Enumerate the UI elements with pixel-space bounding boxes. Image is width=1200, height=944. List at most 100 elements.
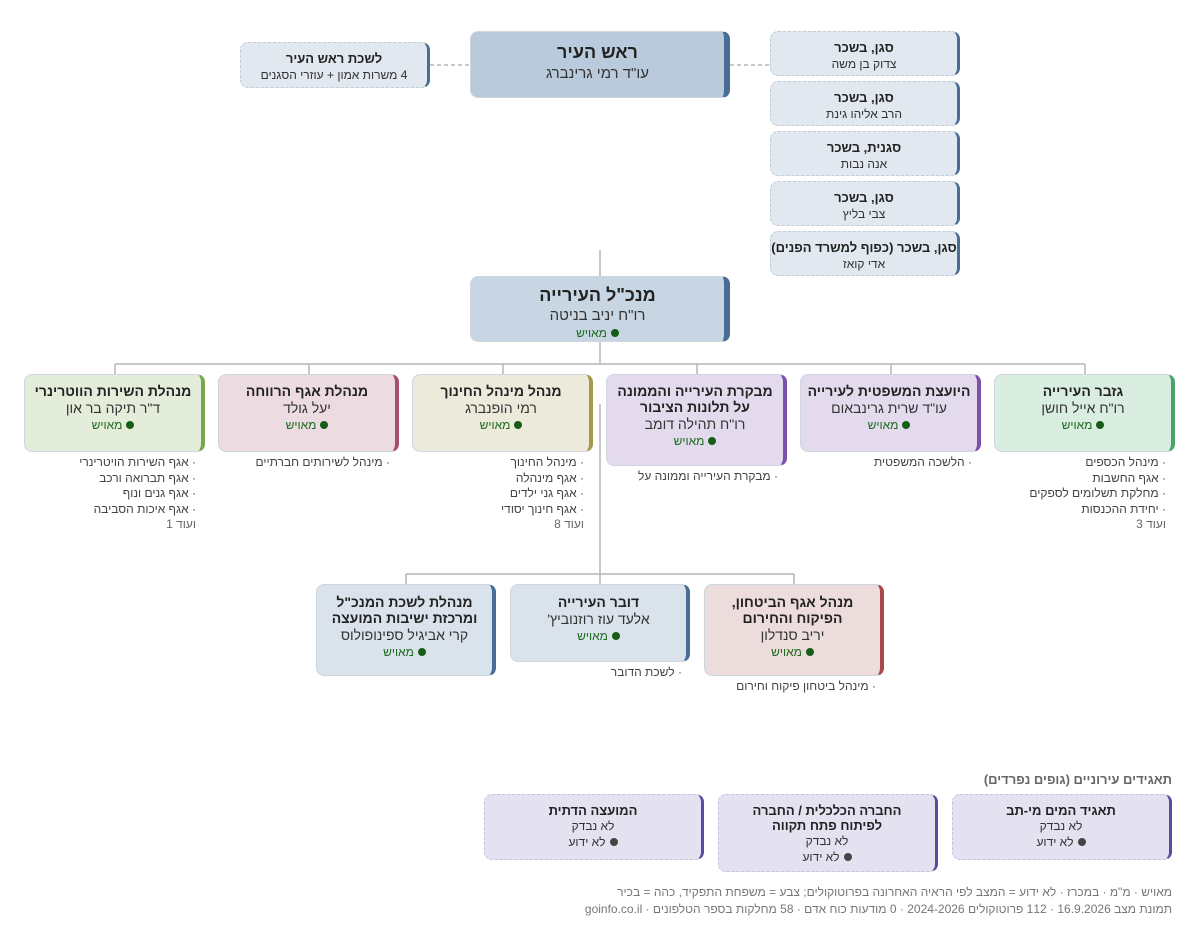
deputy-name: אנה נבות xyxy=(840,157,888,171)
manager-box-education[interactable]: מנהל מינהל החינוך רמי הופנברג מאויש xyxy=(412,374,593,452)
status-text: לא ידוע xyxy=(568,835,606,849)
subordinate-box-spokesperson[interactable]: דובר העירייה אלעד עוז רוזנוביץ' מאויש xyxy=(510,584,690,662)
subordinate-name: יריב סנדלון xyxy=(760,627,825,643)
unit-item: · אגף תברואה ורכב xyxy=(99,470,196,485)
status-text: מאויש xyxy=(867,418,899,432)
status-text: מאויש xyxy=(673,434,705,448)
unit-item: · אגף גני ילדים xyxy=(509,486,584,500)
unit-list: · הלשכה המשפטית xyxy=(800,455,972,471)
manager-name: רו"ח אייל חושן xyxy=(1041,400,1125,416)
deputy-name: צבי בליץ xyxy=(842,207,886,221)
mayor-box[interactable]: ראש העיר עו"ד רמי גרינברג xyxy=(470,31,730,98)
mayor-office-box[interactable]: לשכת ראש העיר 4 משרות אמון + עוזרי הסגני… xyxy=(240,42,430,88)
deputy-name: צדוק בן משה xyxy=(831,57,897,71)
more-units: ועוד 1 xyxy=(166,517,196,531)
corporation-title: תאגיד המים מי-תב xyxy=(1006,803,1116,818)
status-text: מאויש xyxy=(285,418,317,432)
unit-list: · לשכת הדובר xyxy=(510,665,682,681)
manager-box-welfare[interactable]: מנהלת אגף הרווחה יעל גולד מאויש xyxy=(218,374,399,452)
manager-name: ד"ר תיקה בר און xyxy=(65,400,161,416)
corporation-check: לא נבדק xyxy=(1039,819,1083,833)
status-dot-icon xyxy=(611,632,620,640)
manager-title: מנהלת השירות הווטרינרי xyxy=(34,383,192,399)
unit-item: · אגף החשבות xyxy=(1092,470,1166,485)
status-badge: מאויש xyxy=(576,326,619,340)
corporations-section-title: תאגידים עירוניים (גופים נפרדים) xyxy=(983,772,1172,787)
status-badge: מאויש xyxy=(480,418,523,432)
subordinate-box-security[interactable]: מנהל אגף הביטחון, הפיקוח והחירום יריב סנ… xyxy=(704,584,884,676)
corporation-box[interactable]: החברה הכלכלית / החברה לפיתוח פתח תקווה ל… xyxy=(718,794,938,872)
status-badge: מאויש xyxy=(1062,418,1105,432)
manager-box-veterinary[interactable]: מנהלת השירות הווטרינרי ד"ר תיקה בר און מ… xyxy=(24,374,205,452)
status-dot-icon xyxy=(609,838,618,846)
status-dot-icon xyxy=(805,648,814,656)
unit-list: · מינהל לשירותים חברתיים xyxy=(218,455,390,471)
unit-item: · מבקרת העירייה וממונה על xyxy=(637,469,778,483)
deputy-box[interactable]: סגן, בשכר (כפוף למשרד הפנים) אדי קואז xyxy=(770,231,960,276)
unit-item: · אגף חינוך יסודי xyxy=(501,501,584,516)
unit-item: · מחלקת תשלומים לספקים xyxy=(1029,486,1166,500)
corporation-title: החברה הכלכלית / החברה xyxy=(752,803,902,818)
status-badge: מאויש xyxy=(577,629,620,643)
corporation-box[interactable]: המועצה הדתית לא נבדק לא ידוע xyxy=(484,794,704,860)
director-general-box[interactable]: מנכ"ל העירייה רו"ח יניב בניטה מאויש xyxy=(470,276,730,342)
manager-name: רמי הופנברג xyxy=(465,400,537,416)
subordinate-name: אלעד עוז רוזנוביץ' xyxy=(547,611,650,627)
status-badge: מאויש xyxy=(868,418,911,432)
status-badge: מאויש xyxy=(771,645,814,659)
legend-text: מאויש · מ"מ · במכרז · לא ידוע = המצב לפי… xyxy=(617,885,1172,899)
subordinate-title: מנהלת לשכת המנכ"ל xyxy=(336,594,473,610)
subordinate-box-dg-office[interactable]: מנהלת לשכת המנכ"ל ומרכזת ישיבות המועצה ק… xyxy=(316,584,496,676)
status-text: מאויש xyxy=(383,645,414,659)
status-badge: מאויש xyxy=(286,418,329,432)
subordinate-title: דובר העירייה xyxy=(557,594,640,610)
director-general-name: רו"ח יניב בניטה xyxy=(549,307,646,324)
unit-list: · מינהל ביטחון פיקוח וחירום xyxy=(704,679,876,695)
deputy-box[interactable]: סגנית, בשכר אנה נבות xyxy=(770,131,960,176)
unit-list: · מבקרת העירייה וממונה על xyxy=(606,469,778,485)
status-text: מאויש xyxy=(479,418,511,432)
manager-title: גזבר העירייה xyxy=(1042,383,1124,399)
manager-name: יעל גולד xyxy=(283,400,331,416)
manager-box-legal[interactable]: היועצת המשפטית לעירייה עו"ד שרית גרינבאו… xyxy=(800,374,981,452)
corporation-box[interactable]: תאגיד המים מי-תב לא נבדק לא ידוע xyxy=(952,794,1172,860)
unit-item: · מינהל הכספים xyxy=(1085,455,1166,469)
status-badge: לא ידוע xyxy=(1036,835,1086,849)
status-dot-icon xyxy=(1096,421,1105,429)
status-dot-icon xyxy=(514,421,523,429)
deputy-title: סגן, בשכר xyxy=(834,90,894,105)
unit-item: · אגף איכות הסביבה xyxy=(93,501,196,516)
subordinate-title: מנהל אגף הביטחון, xyxy=(731,594,854,610)
director-general-title: מנכ"ל העירייה xyxy=(539,285,656,305)
deputy-title: סגנית, בשכר xyxy=(826,140,902,155)
deputy-title: סגן, בשכר xyxy=(834,190,894,205)
status-dot-icon xyxy=(610,329,619,337)
status-badge: מאויש xyxy=(674,434,717,448)
status-text: מאויש xyxy=(576,326,607,340)
deputy-name: אדי קואז xyxy=(842,257,886,271)
status-text: מאויש xyxy=(1061,418,1093,432)
mayor-office-desc: 4 משרות אמון + עוזרי הסגנים xyxy=(260,68,408,82)
status-text: מאויש xyxy=(91,418,123,432)
corporation-check: לא נבדק xyxy=(571,819,615,833)
deputy-box[interactable]: סגן, בשכר צבי בליץ xyxy=(770,181,960,226)
manager-title: מנהל מינהל החינוך xyxy=(440,383,562,399)
unit-item: · מינהל ביטחון פיקוח וחירום xyxy=(736,679,876,693)
manager-name: עו"ד שרית גרינבאום xyxy=(831,400,947,416)
snapshot-text: תמונת מצב 16.9.2026 · 112 פרוטוקולים 202… xyxy=(584,902,1172,916)
mayor-title: ראש העיר xyxy=(557,42,638,62)
mayor-office-title: לשכת ראש העיר xyxy=(285,51,383,66)
unit-item: · מינהל החינוך xyxy=(510,455,585,469)
status-dot-icon xyxy=(1077,838,1086,846)
manager-box-treasurer[interactable]: גזבר העירייה רו"ח אייל חושן מאויש xyxy=(994,374,1175,452)
deputy-box[interactable]: סגן, בשכר הרב אליהו גינת xyxy=(770,81,960,126)
status-badge: מאויש xyxy=(92,418,135,432)
status-dot-icon xyxy=(417,648,426,656)
corporation-title-line2: לפיתוח פתח תקווה xyxy=(772,818,882,833)
corporation-title: המועצה הדתית xyxy=(548,803,638,818)
subordinate-title-line2: ומרכזת ישיבות המועצה xyxy=(331,610,478,626)
manager-box-comptroller[interactable]: מבקרת העירייה והממונה על תלונות הציבור ר… xyxy=(606,374,787,466)
deputy-box[interactable]: סגן, בשכר צדוק בן משה xyxy=(770,31,960,76)
unit-item: · אגף השירות הויטרינרי xyxy=(79,455,196,469)
status-dot-icon xyxy=(320,421,329,429)
